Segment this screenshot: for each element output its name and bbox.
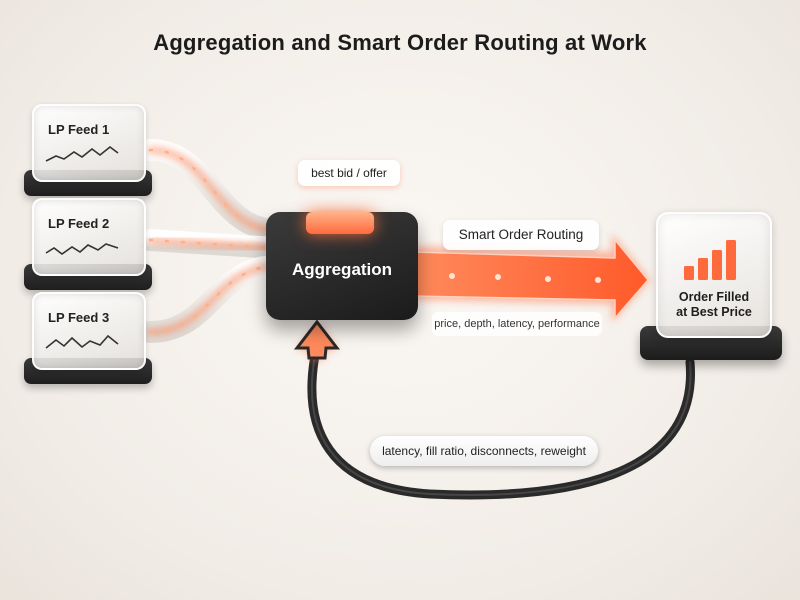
routing-criteria-label: price, depth, latency, performance — [432, 312, 602, 336]
feedback-loop — [307, 345, 695, 500]
feedback-metrics-label: latency, fill ratio, disconnects, reweig… — [370, 436, 598, 466]
lp-feed-card-3: LP Feed 3 — [24, 292, 152, 384]
order-filled-card: Order Filled at Best Price — [640, 212, 782, 360]
page-title: Aggregation and Smart Order Routing at W… — [153, 30, 647, 55]
smart-order-routing-label: Smart Order Routing — [443, 220, 599, 250]
lp-feed-glass: LP Feed 1 — [32, 104, 146, 182]
feed-tubes — [139, 139, 286, 343]
lp-feed-glass: LP Feed 3 — [32, 292, 146, 370]
sparkline-icon — [45, 145, 119, 162]
lp-feed-glass: LP Feed 2 — [32, 198, 146, 276]
aggregation-output-chip — [306, 212, 374, 234]
aggregation-label: Aggregation — [291, 260, 393, 279]
order-filled-line-1: Order Filled — [678, 290, 750, 304]
sparkline-icon — [45, 334, 119, 349]
arrow-up-icon — [293, 319, 341, 360]
lp-feed-card-1: LP Feed 1 — [24, 104, 152, 196]
sparkline-icon — [45, 243, 119, 255]
order-filled-line-2: at Best Price — [676, 305, 752, 319]
aggregation-block: Aggregation — [266, 212, 418, 320]
lp-feed-card-2: LP Feed 2 — [24, 198, 152, 290]
routing-arrow — [411, 234, 650, 322]
best-bid-offer-label: best bid / offer — [298, 160, 400, 186]
lp-feed-label: LP Feed 1 — [48, 122, 110, 137]
lp-feed-label: LP Feed 2 — [48, 216, 110, 231]
order-filled-label: Order Filled at Best Price — [658, 290, 770, 320]
lp-feed-label: LP Feed 3 — [48, 310, 110, 325]
bar-chart-icon — [684, 240, 736, 280]
order-filled-glass: Order Filled at Best Price — [656, 212, 772, 338]
